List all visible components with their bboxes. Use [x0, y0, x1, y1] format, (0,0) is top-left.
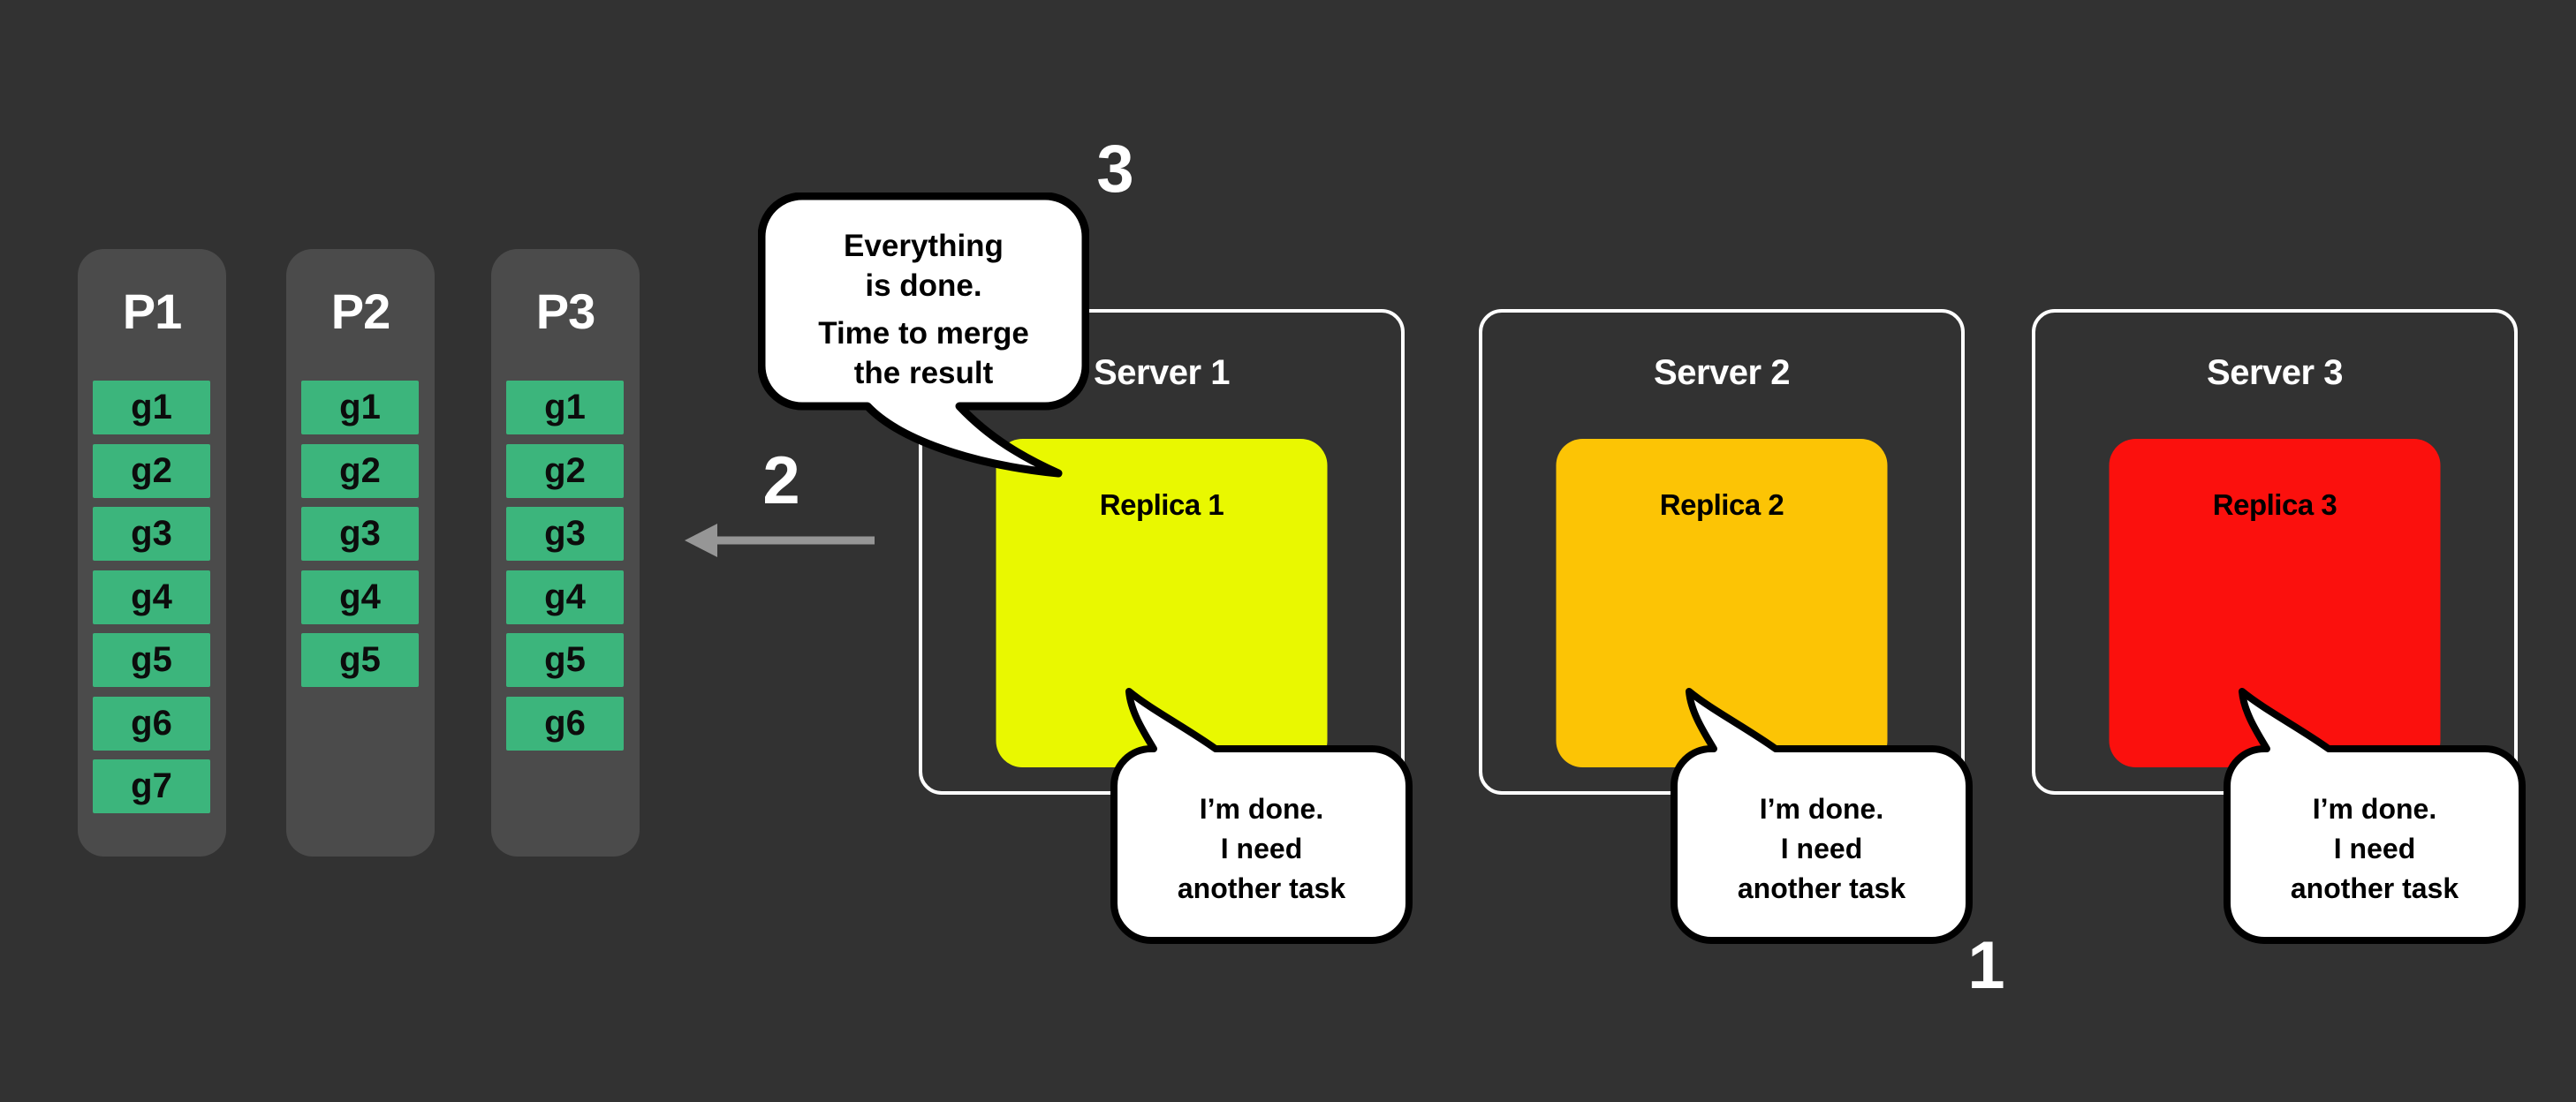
task-cell: g5	[301, 633, 419, 687]
server-title: Server 3	[2207, 353, 2343, 392]
replica-label: Replica 3	[2212, 488, 2337, 521]
merge-arrow-icon	[685, 524, 875, 557]
speech-line: I need	[1780, 833, 1863, 864]
speech-bubble-done-shape	[1671, 688, 1973, 944]
replica-label: Replica 1	[1099, 488, 1224, 521]
speech-line: I’m done.	[1199, 793, 1324, 825]
speech-line: I need	[1220, 833, 1303, 864]
task-cell: g1	[301, 381, 419, 434]
partition-label: P2	[330, 283, 391, 339]
speech-bubble-done-text: I’m done. I need another task	[1674, 789, 1969, 909]
task-cell: g1	[93, 381, 210, 434]
task-cell: g1	[506, 381, 624, 434]
partition-column-p1: P1 g1 g2 g3 g4 g5 g6 g7	[78, 249, 226, 857]
partition-label: P1	[122, 283, 183, 339]
task-cell: g5	[506, 633, 624, 687]
speech-bubble-done-shape	[2224, 688, 2526, 944]
speech-line: I need	[2333, 833, 2416, 864]
task-cell: g2	[506, 443, 624, 498]
speech-line: another task	[1177, 872, 1346, 904]
speech-bubble-merge-text: Everything is done. Time to merge the re…	[761, 226, 1086, 393]
task-cell: g3	[301, 507, 419, 561]
speech-line: I’m done.	[1759, 793, 1884, 825]
speech-line: the result	[853, 356, 994, 390]
step-label-2: 2	[762, 443, 799, 518]
partition-column-p3: P3 g1 g2 g3 g4 g5 g6	[491, 249, 640, 857]
task-cell: g4	[301, 570, 419, 624]
speech-line: another task	[1737, 872, 1906, 904]
speech-line: is done.	[865, 268, 982, 303]
partition-label: P3	[535, 283, 596, 339]
speech-line: Time to merge	[818, 316, 1029, 351]
partition-cell-list: g1 g2 g3 g4 g5	[301, 381, 419, 697]
step-label-1: 1	[1967, 928, 2004, 1003]
task-cell: g3	[93, 507, 210, 561]
task-cell: g3	[506, 507, 624, 561]
task-cell: g4	[506, 570, 624, 624]
speech-line: Everything	[844, 229, 1004, 263]
task-cell: g6	[506, 696, 624, 751]
speech-bubble-done-2: I’m done. I need another task	[1670, 686, 1974, 947]
task-cell: g2	[93, 443, 210, 498]
speech-bubble-done-text: I’m done. I need another task	[1114, 789, 1409, 909]
task-cell: g4	[93, 570, 210, 624]
speech-bubble-done-text: I’m done. I need another task	[2227, 789, 2522, 909]
partition-column-p2: P2 g1 g2 g3 g4 g5	[286, 249, 435, 857]
speech-bubble-done-3: I’m done. I need another task	[2223, 686, 2527, 947]
speech-line: another task	[2290, 872, 2459, 904]
partition-cell-list: g1 g2 g3 g4 g5 g6 g7	[93, 381, 210, 823]
task-cell: g5	[93, 633, 210, 687]
speech-bubble-merge: Everything is done. Time to merge the re…	[758, 192, 1089, 488]
speech-bubble-merge-shape	[758, 192, 1089, 478]
server-title: Server 2	[1654, 353, 1790, 392]
speech-line: I’m done.	[2312, 793, 2437, 825]
step-label-3: 3	[1096, 132, 1133, 207]
speech-bubble-done-shape	[1110, 688, 1413, 944]
task-cell: g6	[93, 696, 210, 751]
speech-bubble-done-1: I’m done. I need another task	[1110, 686, 1414, 947]
task-cell: g2	[301, 443, 419, 498]
server-title: Server 1	[1094, 353, 1230, 392]
replica-label: Replica 2	[1659, 488, 1784, 521]
task-cell: g7	[93, 759, 210, 813]
partition-cell-list: g1 g2 g3 g4 g5 g6	[506, 381, 624, 759]
